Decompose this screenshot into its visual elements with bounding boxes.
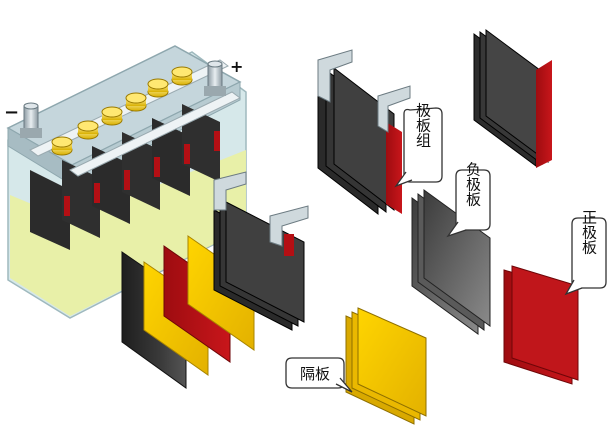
vent-caps [51, 66, 193, 156]
callout-positive-plate: 正极板 [564, 210, 607, 296]
separator-stack-illustration [345, 307, 427, 425]
callout-plate-group: 极板组 [394, 103, 443, 188]
callout-negative-plate: 负极板 [446, 162, 491, 238]
callout-plate-group-label: 极板组 [414, 103, 432, 148]
callout-separator-label: 隔板 [300, 365, 330, 383]
negative-plate-illustration [411, 189, 491, 335]
negative-sign: − [4, 102, 19, 123]
positive-terminal [204, 60, 226, 96]
callout-separator: 隔板 [285, 357, 353, 393]
callout-negative-plate-label: 负极板 [464, 162, 482, 207]
top-right-plate [473, 29, 552, 168]
negative-terminal [20, 102, 42, 138]
callout-positive-plate-label: 正极板 [580, 210, 598, 255]
plate-group-illustration [317, 49, 411, 216]
middle-plate-group [213, 171, 309, 331]
positive-plate-illustration [503, 265, 579, 385]
positive-sign: + [230, 57, 243, 76]
battery-case [6, 45, 247, 319]
